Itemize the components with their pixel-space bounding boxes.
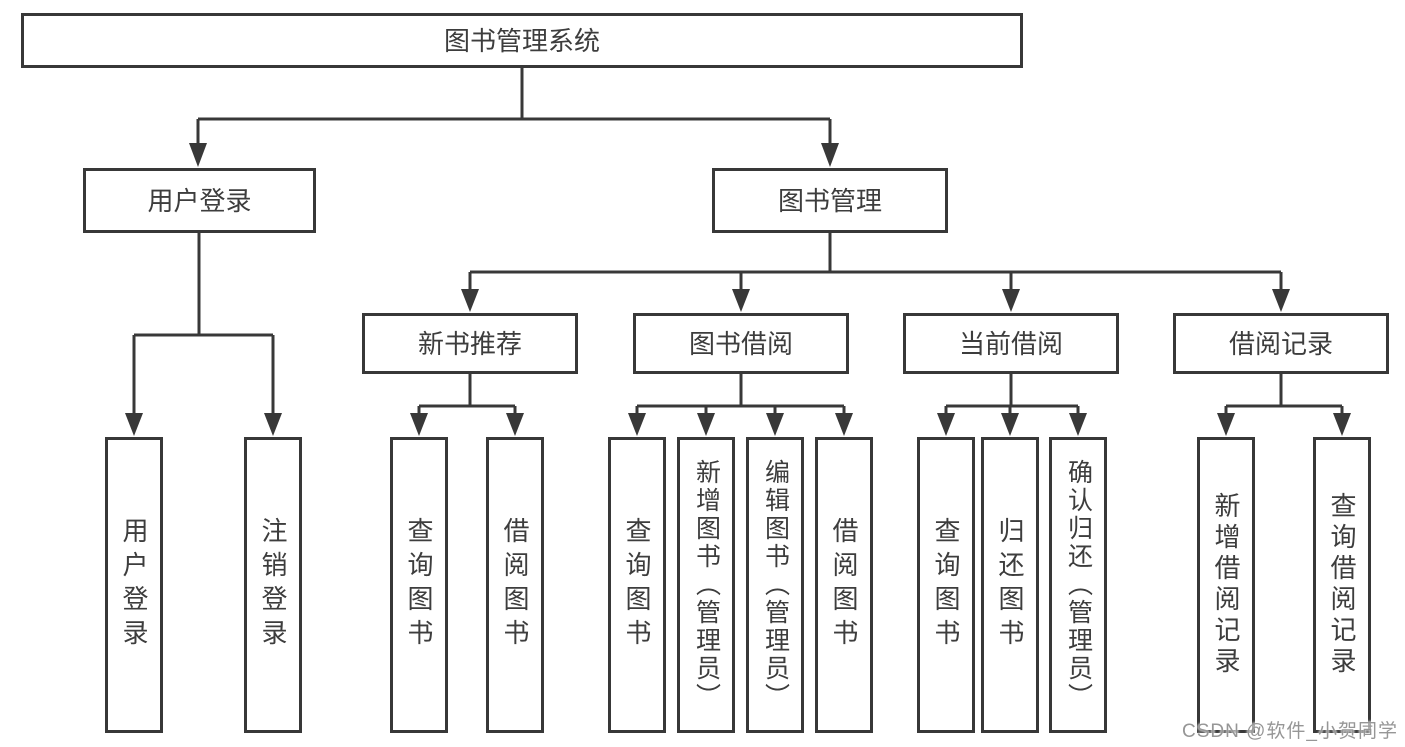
node-user-login: 用户登录: [83, 168, 316, 233]
node-leaf-logout: 注销登录: [244, 437, 302, 733]
node-current-borrowing: 当前借阅: [903, 313, 1119, 374]
node-leaf-add-borrow-record: 新增借阅记录: [1197, 437, 1255, 733]
arrowheads: [125, 143, 1351, 436]
node-leaf-return-books: 归还图书: [981, 437, 1039, 733]
node-leaf-user-login: 用户登录: [105, 437, 163, 733]
csdn-watermark: CSDN @软件_小贺同学: [1182, 721, 1398, 742]
node-book-borrowing: 图书借阅: [633, 313, 849, 374]
node-leaf-query-borrow-record: 查询借阅记录: [1313, 437, 1371, 733]
node-leaf-query-books-borrowing: 查询图书: [608, 437, 666, 733]
node-leaf-query-books-recommend: 查询图书: [390, 437, 448, 733]
node-leaf-query-books-current: 查询图书: [917, 437, 975, 733]
node-leaf-borrow-books-borrowing: 借阅图书: [815, 437, 873, 733]
node-leaf-edit-book-admin: 编辑图书（管理员）: [746, 437, 804, 733]
node-new-book-recommendation: 新书推荐: [362, 313, 578, 374]
node-leaf-add-book-admin: 新增图书（管理员）: [677, 437, 735, 733]
node-borrowing-records: 借阅记录: [1173, 313, 1389, 374]
node-book-management: 图书管理: [712, 168, 948, 233]
node-leaf-borrow-books-recommend: 借阅图书: [486, 437, 544, 733]
node-library-management-system: 图书管理系统: [21, 13, 1023, 68]
node-leaf-confirm-return-admin: 确认归还（管理员）: [1049, 437, 1107, 733]
